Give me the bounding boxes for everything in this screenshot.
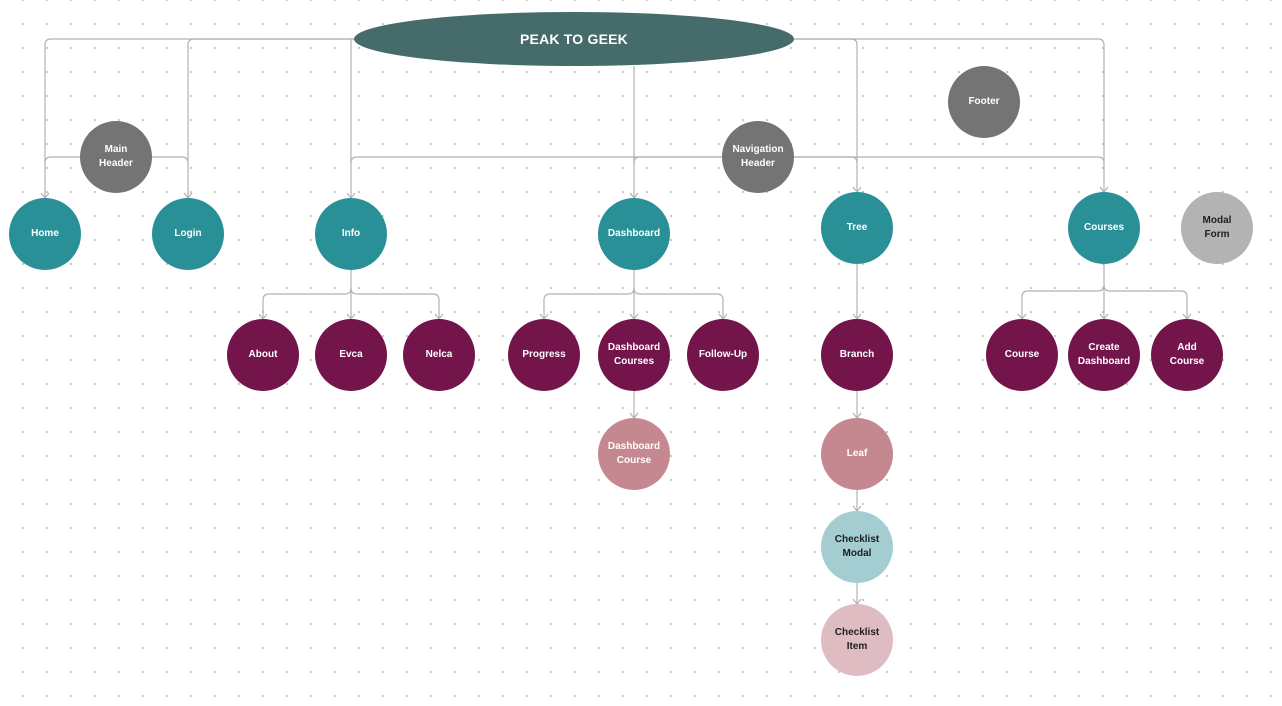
node-follow-up[interactable]: Follow-Up [687, 319, 759, 391]
root-node-peak-to-geek[interactable]: PEAK TO GEEK [354, 12, 794, 66]
node-info[interactable]: Info [315, 198, 387, 270]
node-branch[interactable]: Branch [821, 319, 893, 391]
node-evca[interactable]: Evca [315, 319, 387, 391]
node-login[interactable]: Login [152, 198, 224, 270]
node-modal-form[interactable]: Modal Form [1181, 192, 1253, 264]
node-nelca[interactable]: Nelca [403, 319, 475, 391]
node-tree[interactable]: Tree [821, 192, 893, 264]
connector-courses-child [1103, 284, 1188, 319]
node-about[interactable]: About [227, 319, 299, 391]
node-add-course[interactable]: Add Course [1151, 319, 1223, 391]
connector-courses-child [1021, 284, 1105, 319]
node-dashboard-course[interactable]: Dashboard Course [598, 418, 670, 490]
connector-root-home [44, 38, 354, 198]
node-footer[interactable]: Footer [948, 66, 1020, 138]
node-progress[interactable]: Progress [508, 319, 580, 391]
node-dashboard-courses[interactable]: Dashboard Courses [598, 319, 670, 391]
connector-mainheader-login [152, 156, 189, 164]
connector-dashboard-child [543, 287, 635, 319]
connector-mainheader-home [44, 156, 80, 164]
connector-navheader-dashboard [633, 156, 722, 164]
node-home[interactable]: Home [9, 198, 81, 270]
connector-info-child [262, 287, 352, 319]
connector-navheader-tree [794, 156, 858, 164]
node-checklist-item[interactable]: Checklist Item [821, 604, 893, 676]
node-leaf[interactable]: Leaf [821, 418, 893, 490]
node-checklist-modal[interactable]: Checklist Modal [821, 511, 893, 583]
node-dashboard[interactable]: Dashboard [598, 198, 670, 270]
node-courses[interactable]: Courses [1068, 192, 1140, 264]
connector-navheader-info [350, 156, 722, 164]
connector-root-courses [794, 38, 1105, 192]
connector-info-child [350, 287, 440, 319]
node-main-header[interactable]: Main Header [80, 121, 152, 193]
connector-navheader-courses [794, 156, 1105, 164]
connector-dashboard-child [633, 287, 724, 319]
node-course[interactable]: Course [986, 319, 1058, 391]
node-navigation-header[interactable]: Navigation Header [722, 121, 794, 193]
connector-root-tree [794, 38, 858, 192]
node-create-dashboard[interactable]: Create Dashboard [1068, 319, 1140, 391]
connector-root-login [187, 38, 354, 198]
